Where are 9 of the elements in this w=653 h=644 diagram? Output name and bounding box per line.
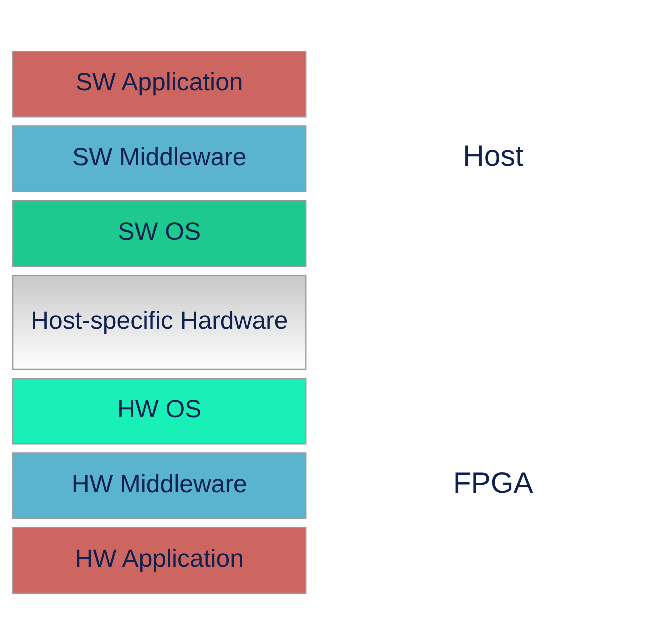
label: FPGA xyxy=(453,466,534,500)
node-box: HW Application xyxy=(12,526,307,594)
node-box: HW OS xyxy=(12,377,307,444)
node-box: SW Application xyxy=(12,50,307,118)
node-box: SW OS xyxy=(12,200,307,267)
node-box: SW Middleware xyxy=(12,125,307,192)
label: Host xyxy=(463,140,524,173)
node-box: Host-specific Hardware xyxy=(12,274,307,370)
node-box: HW Middleware xyxy=(12,452,307,519)
